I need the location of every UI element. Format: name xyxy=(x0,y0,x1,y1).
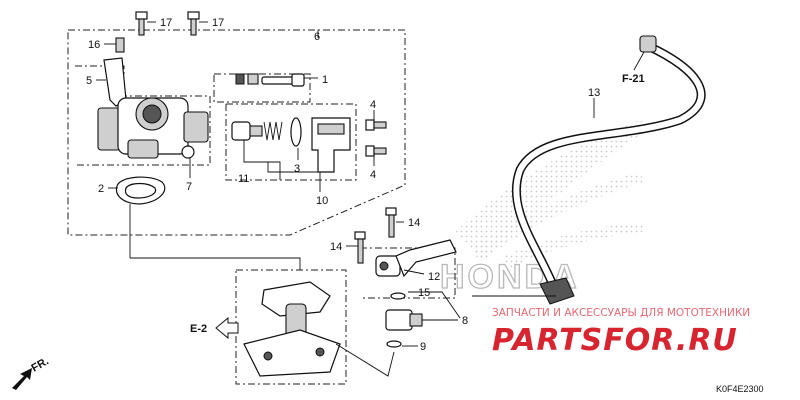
joint-12 xyxy=(375,239,457,278)
gasket-2 xyxy=(115,176,166,205)
callout-9: 9 xyxy=(420,341,426,353)
ref-f21: F-21 xyxy=(622,73,645,85)
bolt-17-right xyxy=(187,11,200,36)
callout-15: 15 xyxy=(418,287,430,299)
assembly-6-boundary xyxy=(67,29,406,236)
ref-fr: FR. xyxy=(30,355,51,374)
insulator-box xyxy=(235,269,347,385)
seal-15 xyxy=(390,292,406,300)
callout-14-lower: 14 xyxy=(330,241,342,253)
callout-8: 8 xyxy=(462,315,468,327)
bolt-17-left xyxy=(135,11,148,36)
fr-arrow-icon xyxy=(12,368,32,390)
callout-7: 7 xyxy=(186,181,192,193)
callout-4-upper: 4 xyxy=(370,99,376,111)
callout-10: 10 xyxy=(316,195,328,207)
e2-arrow-icon xyxy=(215,316,239,340)
throttle-body-7 xyxy=(97,97,209,159)
washer-9 xyxy=(386,340,402,348)
callout-2: 2 xyxy=(98,183,104,195)
hose-13 xyxy=(511,35,706,305)
callout-17b: 17 xyxy=(212,17,224,29)
watermark-brand: PARTSFOR.RU xyxy=(492,323,738,358)
bolt-14-upper xyxy=(385,207,397,238)
callout-14-upper: 14 xyxy=(408,217,420,229)
sensor-group-box xyxy=(360,247,456,299)
callout-5: 5 xyxy=(86,75,92,87)
bolt-4-lower xyxy=(365,145,387,157)
leader-lines xyxy=(96,21,645,377)
assembly-10-11-box xyxy=(225,103,357,181)
watermark-tagline: ЗАПЧАСТИ И АКСЕССУАРЫ ДЛЯ МОТОТЕХНИКИ xyxy=(492,307,750,319)
callout-11: 11 xyxy=(238,173,249,185)
assembly-1-box xyxy=(213,73,311,103)
callout-6: 6 xyxy=(314,31,320,43)
callout-13: 13 xyxy=(588,87,600,99)
callout-1: 1 xyxy=(322,74,328,86)
callout-4-lower: 4 xyxy=(370,169,376,181)
insulator xyxy=(243,281,341,377)
sensor-8 xyxy=(385,309,423,331)
diagram-code: K0F4E2300 xyxy=(716,384,764,394)
housing-10 xyxy=(311,117,351,173)
callout-3: 3 xyxy=(294,163,300,175)
callout-17a: 17 xyxy=(160,17,172,29)
bolt-14-lower xyxy=(354,231,366,264)
callout-16: 16 xyxy=(88,39,100,51)
valve-pin-1 xyxy=(235,73,305,87)
o-ring-3 xyxy=(290,117,302,147)
clip-16 xyxy=(115,37,125,53)
bolt-4-upper xyxy=(365,119,387,131)
callout-12: 12 xyxy=(428,271,440,283)
plunger-11 xyxy=(231,121,283,141)
ref-e2: E-2 xyxy=(190,323,207,335)
